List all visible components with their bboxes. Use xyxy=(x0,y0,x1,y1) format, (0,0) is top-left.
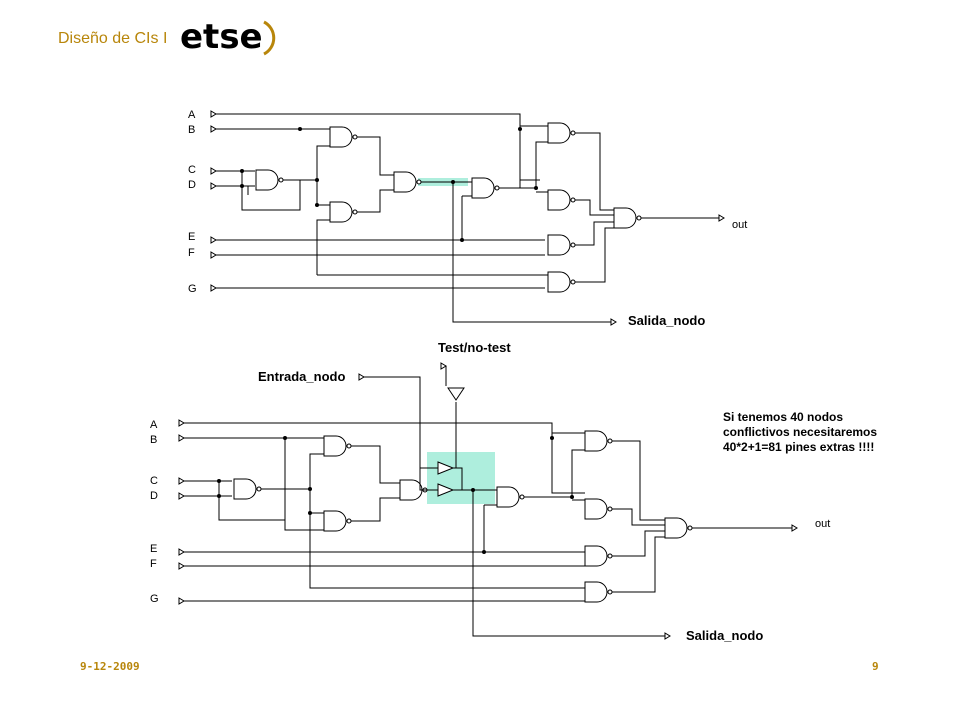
top-input-g: G xyxy=(188,283,197,295)
top-input-c: C xyxy=(188,164,196,176)
top-input-a: A xyxy=(188,109,196,121)
logo-text: etse xyxy=(180,17,263,57)
bottom-input-e: E xyxy=(150,543,157,555)
header-title: Diseño de CIs I xyxy=(58,30,168,47)
top-input-d: D xyxy=(188,179,196,191)
bottom-input-c: C xyxy=(150,475,158,487)
etse-logo: etse xyxy=(180,17,276,57)
bottom-input-a: A xyxy=(150,419,158,431)
bottom-salida-nodo: Salida_nodo xyxy=(686,628,763,643)
top-input-e: E xyxy=(188,231,195,243)
bottom-entrada-label: Entrada_nodo xyxy=(258,369,345,384)
bottom-input-d: D xyxy=(150,490,158,502)
top-circuit: A B C D E F G xyxy=(188,109,747,328)
note-line-3: 40*2+1=81 pines extras !!!! xyxy=(723,440,875,454)
bottom-input-f: F xyxy=(150,558,157,570)
highlight-box xyxy=(427,452,495,504)
bottom-test-label: Test/no-test xyxy=(438,340,511,355)
page-number: 9 xyxy=(872,660,879,673)
note-line-2: conflictivos necesitaremos xyxy=(723,425,878,439)
top-input-f: F xyxy=(188,247,195,259)
footer-date: 9-12-2009 xyxy=(80,660,140,673)
note-line-1: Si tenemos 40 nodos xyxy=(723,410,844,424)
top-salida-nodo: Salida_nodo xyxy=(628,313,705,328)
extra-pins-note: Si tenemos 40 nodos conflictivos necesit… xyxy=(723,410,877,455)
bottom-input-g: G xyxy=(150,593,159,605)
top-output-label: out xyxy=(732,219,747,231)
bottom-output-label: out xyxy=(815,518,830,530)
bottom-input-b: B xyxy=(150,434,157,446)
top-input-b: B xyxy=(188,124,195,136)
bottom-circuit: Test/no-test Entrada_nodo A B C D E F G xyxy=(150,340,830,643)
